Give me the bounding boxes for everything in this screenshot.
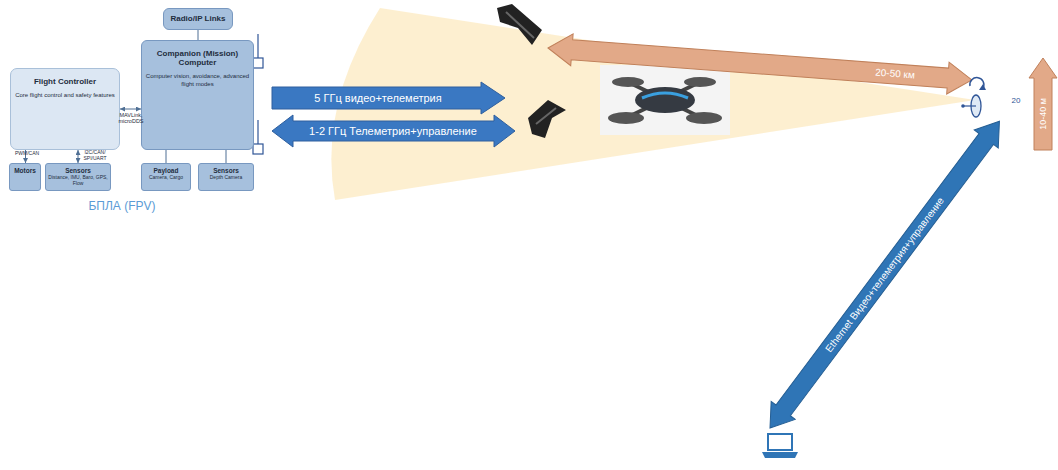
box-body: Depth Camera [210, 175, 243, 181]
quadcopter [600, 65, 730, 135]
angle-label: 20 [1012, 97, 1021, 105]
flying-wing [528, 100, 566, 138]
ethernet-arrow-shape [758, 112, 1011, 437]
wing-shape [528, 100, 566, 138]
drone-accent [642, 93, 688, 98]
connector-line [78, 150, 79, 163]
height-label: 10-40 м [1039, 98, 1048, 130]
connector-line [120, 109, 141, 110]
antenna-base [253, 58, 263, 68]
signal-label: I2C/CAN/ SPI/UART [80, 150, 110, 162]
propeller [686, 112, 722, 124]
component-box: SensorsDistance, IMU, Baro, GPS, Flow [45, 163, 111, 191]
propeller [612, 77, 644, 87]
box-title: Companion (Mission) Computer [145, 49, 250, 67]
component-box: Companion (Mission) ComputerComputer vis… [141, 40, 254, 150]
wing-stripe [506, 12, 534, 38]
antenna-mast [257, 34, 258, 58]
box-title: Flight Controller [34, 77, 96, 86]
antenna-mast [257, 120, 258, 144]
distance-label: 20-50 км [875, 68, 915, 81]
dish-feed [964, 105, 976, 106]
box-title: Payload [154, 167, 179, 174]
box-body: Computer vision, avoidance, advanced fli… [145, 73, 250, 87]
distance-arrow [547, 32, 973, 96]
box-title: Motors [14, 167, 36, 174]
link-label: 5 ГГц видео+телеметрия [314, 93, 441, 104]
antenna-symbol [253, 34, 263, 154]
box-body: Core flight control and safety features [15, 92, 115, 99]
flying-wing [497, 4, 542, 45]
box-body: Camera, Cargo [149, 175, 183, 181]
propeller [684, 77, 716, 87]
component-box: Motors [9, 163, 41, 191]
radio-link-arrow [272, 115, 515, 147]
laptop-icon [762, 434, 798, 458]
signal-label: PWM/CAN [12, 151, 42, 157]
component-box: Radio/IP Links [163, 8, 233, 30]
laptop-base [762, 452, 798, 458]
connector-line [166, 150, 167, 163]
antenna-base [253, 144, 263, 154]
photo-background [600, 65, 730, 135]
box-title: Sensors [65, 167, 91, 174]
component-box: PayloadCamera, Cargo [141, 163, 191, 191]
ethernet-arrow [758, 112, 1011, 437]
link-label: Ethernet Видео+телеметрия+управление [824, 196, 946, 355]
wing-shape [497, 4, 542, 45]
laptop-screen [768, 434, 792, 450]
box-body: Distance, IMU, Baro, GPS, Flow [47, 175, 109, 186]
signal-label: MAVLink, microDDS [117, 112, 145, 125]
radio-link-arrow [272, 82, 505, 114]
ground-antenna [961, 78, 986, 117]
link-label: 1-2 ГГц Телеметрия+управление [309, 126, 477, 137]
box-title: Sensors [213, 167, 239, 174]
box-title: Radio/IP Links [171, 14, 226, 23]
component-box: SensorsDepth Camera [198, 163, 254, 191]
wing-stripe [536, 108, 556, 124]
drone-arm [626, 82, 700, 118]
connector-line [198, 30, 199, 40]
height-arrow [1029, 58, 1057, 150]
propeller [608, 112, 644, 124]
component-box: Flight ControllerCore flight control and… [10, 68, 120, 150]
rotation-arrowhead [979, 84, 986, 90]
drone-body [635, 87, 695, 113]
dish-feed-head [961, 104, 965, 108]
distance-arrow-shape [547, 32, 973, 96]
figure-caption: БПЛА (FPV) [88, 200, 155, 212]
connector-line [226, 150, 227, 163]
